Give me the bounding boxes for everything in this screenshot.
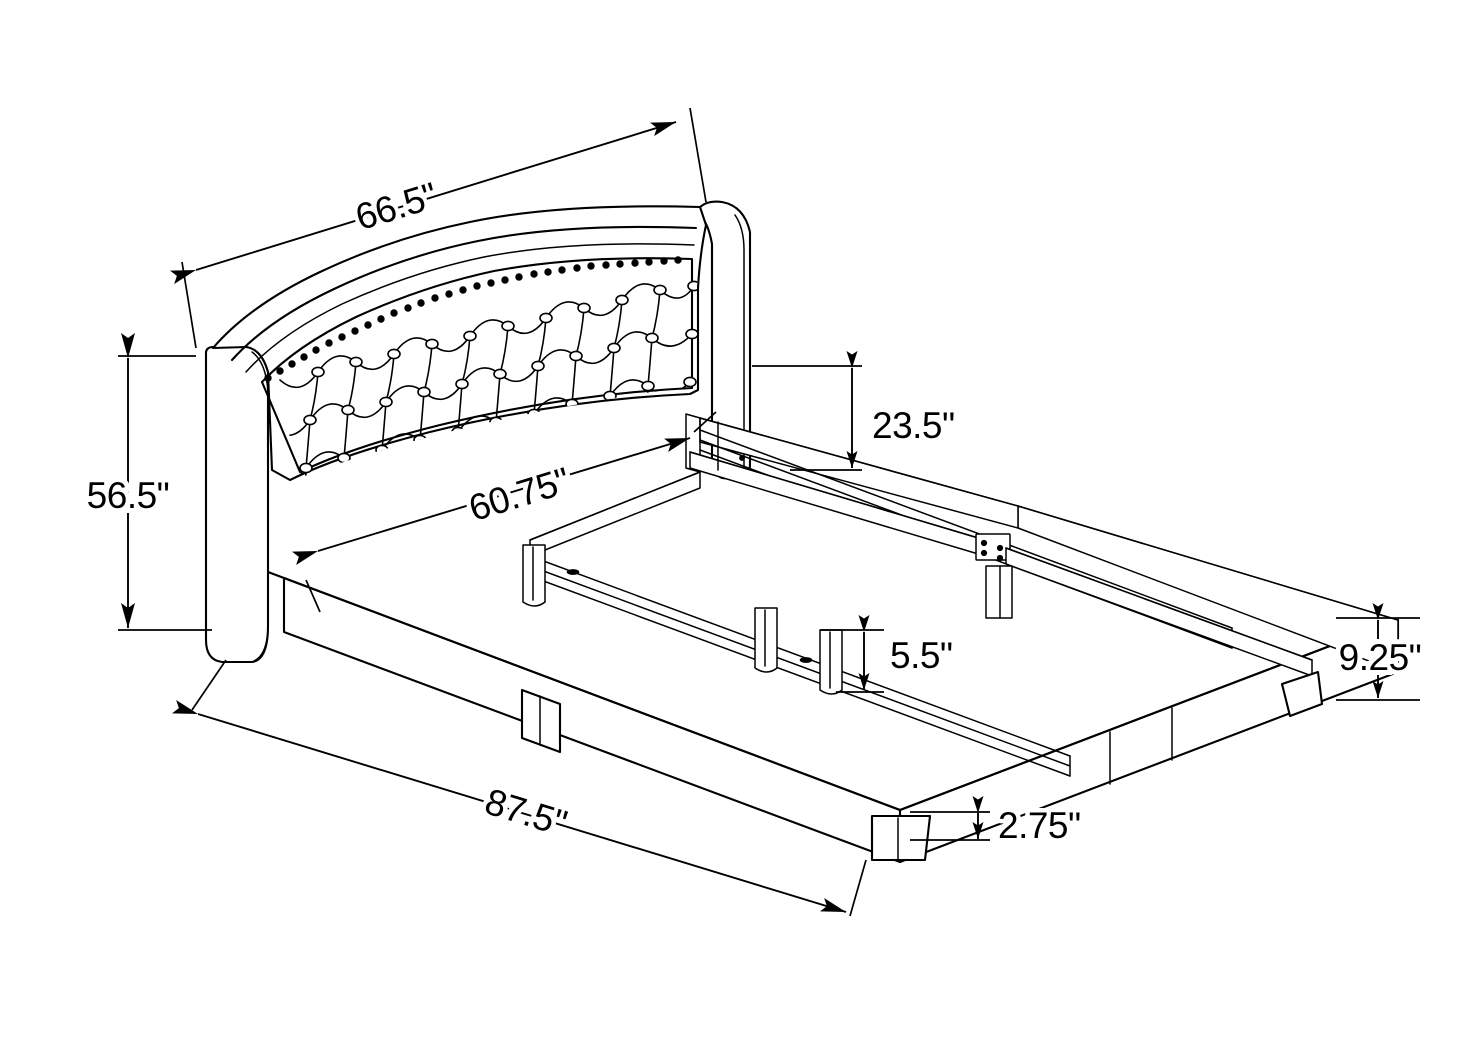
dimension-label-56-5: 56.5" bbox=[87, 475, 170, 516]
corner-foot-right bbox=[1280, 670, 1324, 718]
dimension-label-9-25: 9.25" bbox=[1339, 637, 1422, 678]
dimension-center-leg-height: 5.5" bbox=[820, 615, 958, 693]
dimension-headboard-height: 56.5" bbox=[82, 333, 212, 631]
lower-support-rail bbox=[529, 555, 1071, 777]
dimension-label-60-75: 60.75" bbox=[464, 460, 574, 529]
head-end-rail bbox=[685, 413, 1019, 529]
bed-base-assembly bbox=[266, 413, 1400, 864]
headboard-base-skirt bbox=[266, 570, 286, 580]
dimension-label-5-5: 5.5" bbox=[890, 635, 953, 676]
rail-bracket-plate bbox=[717, 421, 745, 471]
center-leg-foot-side bbox=[819, 629, 843, 695]
headboard-left-wing-post bbox=[204, 345, 270, 664]
dimension-corner-foot-height: 2.75" bbox=[910, 796, 1086, 850]
dimension-label-87-5: 87.5" bbox=[480, 781, 571, 844]
dimension-label-23-5: 23.5" bbox=[872, 405, 955, 446]
dimension-side-rail-height: 9.25" bbox=[1334, 603, 1427, 701]
left-side-rail bbox=[282, 576, 902, 864]
center-leg-right bbox=[985, 565, 1013, 619]
center-leg-middle bbox=[754, 607, 778, 673]
center-support-beam-1 bbox=[689, 451, 1011, 562]
dimension-headboard-clearance: 23.5" bbox=[752, 351, 960, 471]
center-leg-headboard-side bbox=[522, 544, 546, 607]
dimension-label-2-75: 2.75" bbox=[998, 805, 1081, 846]
dimension-label-66-5: 66.5" bbox=[351, 175, 442, 238]
corner-foot-front bbox=[870, 814, 932, 862]
